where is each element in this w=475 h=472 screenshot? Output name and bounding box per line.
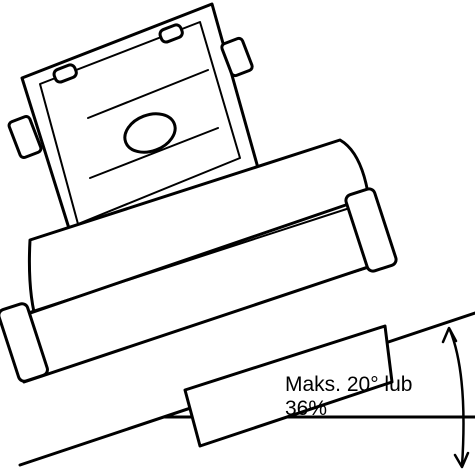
cab-frame xyxy=(20,2,260,240)
max-slope-line1: Maks. 20° lub xyxy=(285,373,413,396)
max-slope-label: Maks. 20° lub 36% xyxy=(285,373,455,421)
drum-end-plates xyxy=(0,187,398,383)
max-slope-line2: 36% xyxy=(285,397,328,420)
side-mirrors xyxy=(7,36,254,160)
angle-arrow xyxy=(441,326,470,469)
